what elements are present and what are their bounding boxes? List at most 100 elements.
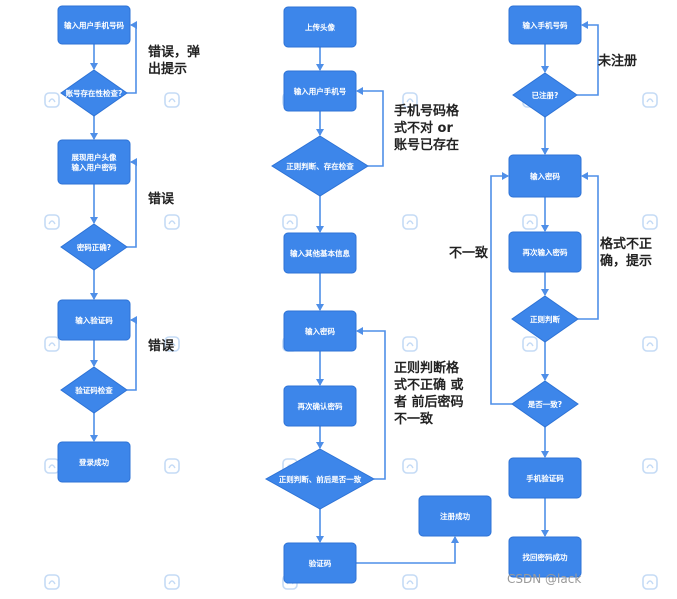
process-box: [283, 385, 357, 427]
watermark-stamp: [44, 574, 60, 590]
cloud-logo-icon-stroke: [48, 580, 56, 585]
cloud-logo-icon: [402, 458, 418, 474]
decision-diamond: [60, 223, 128, 271]
flow-node-p7: 手机验证码: [508, 457, 582, 499]
flow-node-l5: 输入验证码: [57, 299, 131, 341]
flow-node-r3: 正则判断、存在检查: [271, 135, 369, 197]
node-label: 手机验证码: [526, 473, 564, 483]
loop-label-line: 格式不正: [600, 236, 652, 252]
flow-node-r2: 输入用户手机号: [283, 70, 357, 112]
watermark-stamp: [164, 92, 180, 108]
flow-node-p5: 正则判断: [511, 295, 579, 343]
loop-label-line: 手机号码格: [394, 103, 460, 119]
cloud-logo-icon: [402, 214, 418, 230]
cloud-logo-icon: [402, 92, 418, 108]
cloud-logo-icon: [44, 336, 60, 352]
decision-diamond: [511, 295, 579, 343]
cloud-logo-icon-stroke: [646, 464, 654, 469]
watermark-stamp: [164, 214, 180, 230]
node-label: 正则判断、存在检查: [286, 161, 354, 171]
cloud-logo-icon-stroke: [526, 220, 534, 225]
loop-arrow: [577, 21, 599, 96]
cloud-logo-icon: [642, 214, 658, 230]
cloud-logo-icon: [164, 92, 180, 108]
node-label: 验证码: [309, 558, 332, 568]
cloud-logo-icon-stroke: [48, 464, 56, 469]
cloud-logo-icon: [44, 92, 60, 108]
loop-label-line: 账号已存在: [394, 137, 459, 153]
cloud-logo-icon-stroke: [168, 98, 176, 103]
loop-label-line: 错误: [148, 338, 175, 354]
watermark-stamp: [164, 336, 180, 352]
decision-diamond: [512, 72, 578, 118]
watermark-stamp: [642, 574, 658, 590]
watermark-stamp: [642, 92, 658, 108]
process-box: [57, 441, 131, 483]
flow-node-l2: 账号存在性检查?: [60, 69, 128, 117]
loop-arrow: [127, 21, 137, 94]
loop-label-line: 者 前后密码: [393, 394, 464, 410]
flow-node-p8: 找回密码成功: [508, 536, 582, 578]
flow-node-r6: 再次确认密码: [283, 385, 357, 427]
process-box: [283, 232, 357, 274]
process-box: [508, 231, 582, 273]
cloud-logo-icon-stroke: [526, 342, 534, 347]
watermark-stamp: [642, 458, 658, 474]
loop-label-line: 错误，弹: [148, 44, 200, 60]
node-label: 正则判断、前后是否一致: [279, 474, 362, 484]
node-label: 找回密码成功: [523, 552, 568, 562]
flow-node-l7: 登录成功: [57, 441, 131, 483]
flow-node-r9: 注册成功: [418, 495, 492, 537]
flow-node-r1: 上传头像: [283, 6, 357, 48]
loop-label-pl1: 未注册: [597, 53, 637, 69]
loop-label-line: 未注册: [597, 53, 637, 69]
cloud-logo-icon: [164, 336, 180, 352]
cloud-logo-icon: [402, 574, 418, 590]
cloud-logo-icon: [44, 574, 60, 590]
process-box: [283, 6, 357, 48]
watermark-stamp: [402, 336, 418, 352]
watermark-stamp: [44, 92, 60, 108]
watermark-stamp: [164, 574, 180, 590]
watermark-stamp: [44, 336, 60, 352]
node-layer: 输入用户手机号码账号存在性检查?展现用户头像输入用户密码密码正确?输入验证码验证…: [57, 5, 582, 584]
cloud-logo-icon-stroke: [286, 220, 294, 225]
cloud-logo-icon: [44, 458, 60, 474]
loop-arrow: [490, 172, 512, 405]
watermark-stamp: [522, 336, 538, 352]
cloud-logo-icon-stroke: [168, 220, 176, 225]
cloud-logo-icon-stroke: [406, 342, 414, 347]
watermark-stamp: [44, 214, 60, 230]
cloud-logo-icon-stroke: [406, 220, 414, 225]
process-box: [57, 139, 131, 185]
cloud-logo-icon: [282, 214, 298, 230]
watermark-stamp: [402, 574, 418, 590]
node-label: 验证码检查: [75, 385, 113, 395]
process-box: [418, 495, 492, 537]
node-label: 是否一致?: [527, 399, 562, 409]
watermark-stamp: [44, 458, 60, 474]
loop-label-pl3: 不一致: [449, 245, 489, 261]
cloud-logo-icon: [164, 574, 180, 590]
node-label: 账号存在性检查?: [66, 88, 123, 98]
flow-node-r5: 输入密码: [283, 310, 357, 352]
watermark-stamp: [642, 336, 658, 352]
loop-label-line: 不一致: [394, 411, 434, 427]
loop-label-ll2: 错误: [148, 191, 175, 207]
cloud-logo-icon-stroke: [646, 98, 654, 103]
loop-label-line: 式不对 or: [394, 120, 453, 136]
watermark-stamp: [282, 214, 298, 230]
node-label: 输入验证码: [75, 315, 113, 325]
node-label: 输入用户手机号码: [64, 20, 124, 30]
cloud-logo-icon: [44, 214, 60, 230]
cloud-logo-icon-stroke: [406, 98, 414, 103]
process-box: [508, 536, 582, 578]
decision-diamond: [511, 380, 579, 428]
flow-node-p1: 输入手机号码: [508, 5, 582, 45]
